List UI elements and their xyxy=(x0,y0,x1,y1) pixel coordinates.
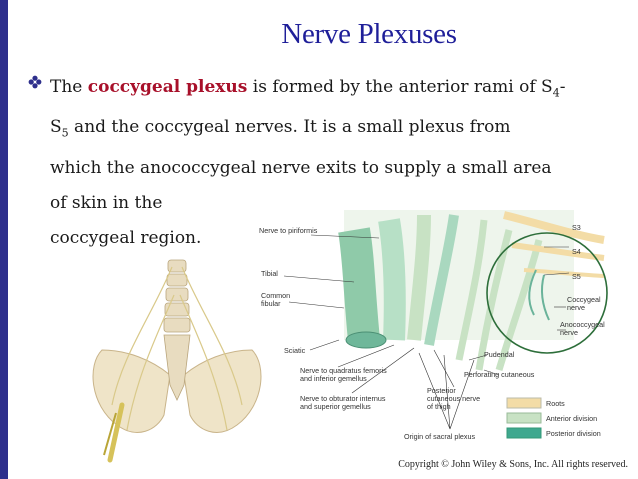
bullet-line-3: which the anococcygeal nerve exits to su… xyxy=(50,157,552,178)
label-anococcygeal-nerve-2: nerve xyxy=(560,328,578,337)
bullet-line-5: coccygeal region. xyxy=(50,227,202,248)
label-coccygeal-nerve-1: Coccygeal xyxy=(567,295,601,304)
label-s4: S4 xyxy=(572,247,581,256)
copyright-notice: Copyright © John Wiley & Sons, Inc. All … xyxy=(398,459,628,470)
label-posterior-1: Posterior xyxy=(427,386,456,395)
diamond-bullet-icon xyxy=(28,75,42,89)
label-obturator-2: and superior gemellus xyxy=(300,402,371,411)
legend-swatch-roots xyxy=(506,397,542,409)
label-anococcygeal-nerve-1: Anococcygeal xyxy=(560,320,605,329)
bullet-line1-text: is formed by the anterior rami of S xyxy=(247,77,553,97)
legend-label-roots: Roots xyxy=(546,399,565,408)
bullet-line2-text: and the coccygeal nerves. It is a small … xyxy=(68,117,511,138)
leader-lines xyxy=(283,234,570,430)
label-common-fibular-2: fibular xyxy=(261,299,281,308)
legend-label-anterior: Anterior division xyxy=(546,414,597,423)
label-origin-sacral-plexus: Origin of sacral plexus xyxy=(404,432,476,441)
figure-legend: Roots Anterior division Posterior divisi… xyxy=(506,397,601,439)
sacral-plexus-diagram: Nerve to piriformis Tibial Common fibula… xyxy=(259,210,608,441)
legend-label-posterior: Posterior division xyxy=(546,429,601,438)
label-posterior-3: of thigh xyxy=(427,402,451,411)
label-pudendal: Pudendal xyxy=(484,350,515,359)
label-quadratus-1: Nerve to quadratus femoris xyxy=(300,366,387,375)
bullet-line1-end: - xyxy=(559,77,566,97)
bullet-line-4: of skin in the xyxy=(50,192,163,213)
legend-swatch-posterior xyxy=(506,427,542,439)
pelvis-spine-illustration xyxy=(92,259,262,463)
bullet-lead: The xyxy=(50,77,88,97)
label-common-fibular-1: Common xyxy=(261,291,290,300)
label-posterior-2: cutaneous nerve xyxy=(427,394,480,403)
label-quadratus-2: and inferior gemellus xyxy=(300,374,367,383)
coccygeal-plexus-term: coccygeal plexus xyxy=(87,77,248,97)
posterior-division-trunks xyxy=(338,214,459,346)
s4-subscript: 4 xyxy=(552,86,560,100)
label-perforating-cutaneous: Perforating cutaneous xyxy=(464,370,535,379)
label-s5: S5 xyxy=(572,272,581,281)
label-tibial: Tibial xyxy=(261,269,278,278)
bullet-line2-pre: S xyxy=(50,117,62,138)
label-sciatic: Sciatic xyxy=(284,346,306,355)
coccygeal-highlight-circle xyxy=(486,232,608,354)
slide-title: Nerve Plexuses xyxy=(281,18,457,50)
bullet-line-1: The coccygeal plexus is formed by the an… xyxy=(50,70,628,110)
label-obturator-1: Nerve to obturator internus xyxy=(300,394,386,403)
legend-swatch-anterior xyxy=(506,412,542,424)
bullet-line-2: S5 and the coccygeal nerves. It is a sma… xyxy=(50,110,628,150)
bullet-paragraph: The coccygeal plexus is formed by the an… xyxy=(28,70,628,256)
label-coccygeal-nerve-2: nerve xyxy=(567,303,585,312)
label-s3: S3 xyxy=(572,223,581,232)
s5-subscript: 5 xyxy=(61,126,69,140)
slide-left-bar xyxy=(0,0,8,479)
label-nerve-to-piriformis: Nerve to piriformis xyxy=(259,226,318,235)
